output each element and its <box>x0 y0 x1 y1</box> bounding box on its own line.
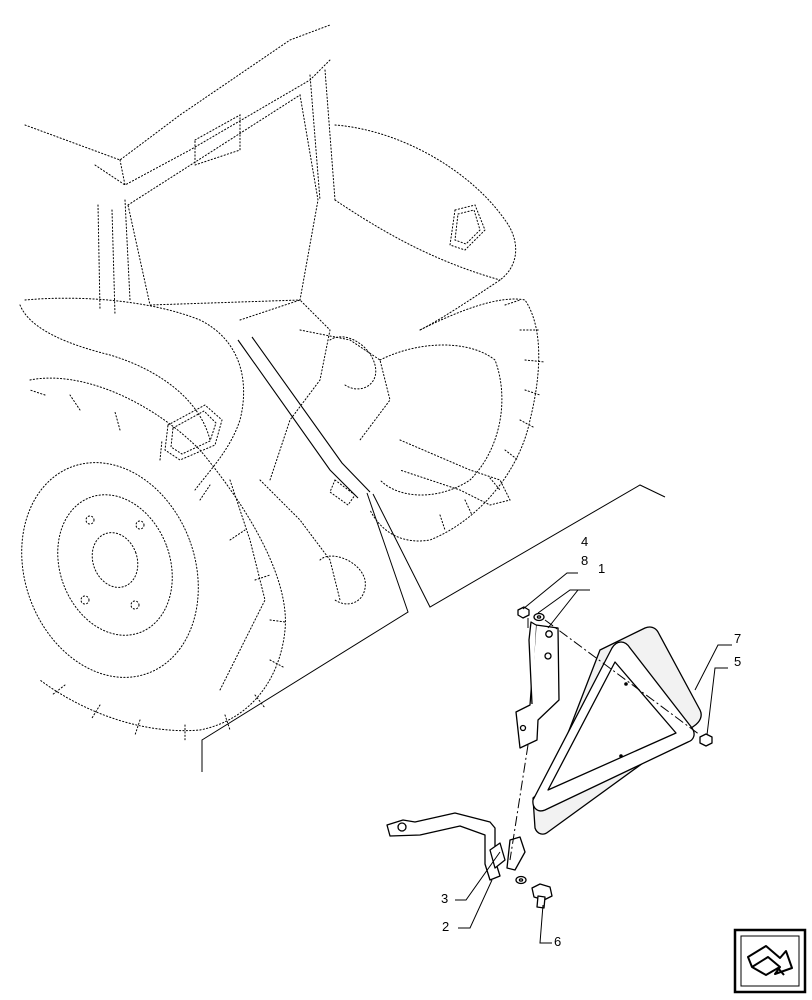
mounting-hole <box>619 754 623 758</box>
callout-labels: 1 2 3 4 5 6 7 8 <box>441 534 741 949</box>
tractor-illustration <box>19 24 546 741</box>
hardware-items <box>515 606 713 909</box>
smv-emblem-part-7 <box>532 626 702 835</box>
bolt-part-5 <box>699 733 713 747</box>
assembly-centerlines <box>509 618 701 861</box>
callout-7: 7 <box>734 631 741 646</box>
callout-1: 1 <box>598 561 605 576</box>
leader-lines <box>455 572 732 944</box>
callout-3: 3 <box>441 891 448 906</box>
detail-callout-frame <box>201 484 666 772</box>
mounting-hole <box>624 682 628 686</box>
nut-part-4 <box>517 606 530 619</box>
lower-bracket-part-3 <box>386 812 526 881</box>
callout-8: 8 <box>581 553 588 568</box>
upper-bracket-part-1 <box>515 621 560 749</box>
callout-4: 4 <box>581 534 588 549</box>
next-page-arrow-icon[interactable] <box>733 928 807 994</box>
callout-2: 2 <box>442 919 449 934</box>
bolt-part-6 <box>531 883 553 901</box>
callout-6: 6 <box>554 934 561 949</box>
callout-5: 5 <box>734 654 741 669</box>
